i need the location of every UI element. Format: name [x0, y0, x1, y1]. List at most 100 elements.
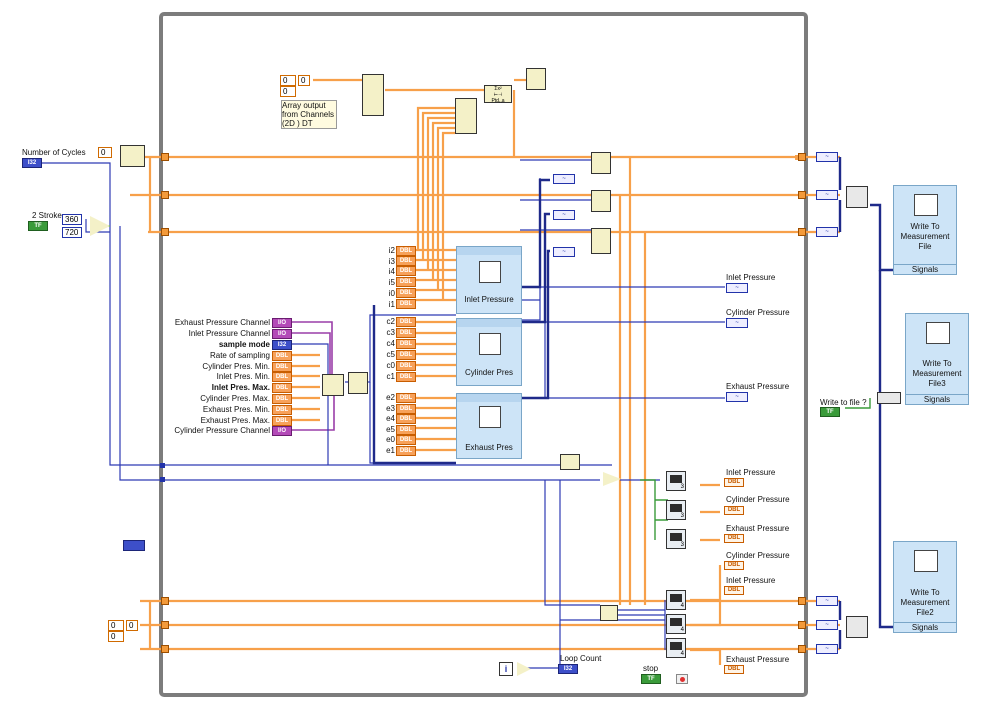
- chart-subvi-mid-1[interactable]: 3: [666, 471, 686, 491]
- config-terminal-rate-of-sampling[interactable]: DBL: [272, 351, 292, 361]
- config-label-exhaust-pres-min: Exhaust Pres. Min.: [202, 405, 270, 414]
- exhaust-channel-terminal-e1[interactable]: DBL: [396, 446, 416, 456]
- chart-subvi-mid-3[interactable]: 3: [666, 529, 686, 549]
- config-terminal-exhaust-pres-min[interactable]: DBL: [272, 405, 292, 415]
- write-measurement-file-1[interactable]: Write To Measurement File Signals: [893, 185, 957, 275]
- select-function[interactable]: [90, 216, 110, 236]
- inlet-channel-terminal-i5[interactable]: DBL: [396, 277, 416, 287]
- increment-function[interactable]: [517, 662, 531, 676]
- write-measurement-file-2[interactable]: Write To Measurement File2 Signals: [893, 541, 957, 633]
- configuration-subvi[interactable]: [322, 374, 344, 396]
- bottom-indicator-cylinder[interactable]: DBL: [724, 561, 744, 570]
- mid-indicator-inlet[interactable]: DBL: [724, 478, 744, 487]
- waveform-output-inlet[interactable]: ~: [726, 283, 748, 293]
- top-array-index[interactable]: 0: [298, 75, 310, 86]
- case-selector-node[interactable]: [877, 392, 901, 404]
- exhaust-channel-terminal-e2[interactable]: DBL: [396, 393, 416, 403]
- to-dynamic-5: ~: [816, 620, 838, 630]
- cylinder-channel-label-c1: c1: [386, 372, 395, 381]
- loop-left-tunnel-5: [161, 621, 169, 629]
- stop-button[interactable]: TF: [641, 674, 661, 684]
- two-stroke-control[interactable]: TF: [28, 221, 48, 231]
- config-terminal-exhaust-pres-max[interactable]: DBL: [272, 416, 292, 426]
- cylinder-channel-terminal-c0[interactable]: DBL: [396, 361, 416, 371]
- inlet-channel-terminal-i2[interactable]: DBL: [396, 246, 416, 256]
- config-terminal-cylinder-pres-max[interactable]: DBL: [272, 394, 292, 404]
- inlet-channel-label-i0: i0: [388, 289, 395, 298]
- stroke-720-constant[interactable]: 720: [62, 227, 82, 238]
- bottom-indicator-exhaust[interactable]: DBL: [724, 665, 744, 674]
- pencil-file-icon: [914, 194, 938, 216]
- write-measurement-file-3[interactable]: Write To Measurement File3 Signals: [905, 313, 969, 405]
- config-label-exhaust-pres-max: Exhaust Pres. Max.: [200, 416, 270, 425]
- config-terminal-sample-mode[interactable]: I32: [272, 340, 292, 350]
- inlet-channel-terminal-i4[interactable]: DBL: [396, 266, 416, 276]
- number-of-cycles-control[interactable]: I32: [22, 158, 42, 168]
- mid-indicator-cylinder[interactable]: DBL: [724, 506, 744, 515]
- exhaust-channel-terminal-e4[interactable]: DBL: [396, 414, 416, 424]
- merge-signals-bottom[interactable]: [846, 616, 868, 638]
- write-to-file-control[interactable]: TF: [820, 407, 840, 417]
- top-array-constant-0[interactable]: 0: [280, 75, 296, 86]
- config-terminal-inlet-pres-max[interactable]: DBL: [272, 383, 292, 393]
- cylinder-channel-terminal-c5[interactable]: DBL: [396, 350, 416, 360]
- bottom-indicator-cylinder-label: Cylinder Pressure: [726, 551, 790, 560]
- enum-constant[interactable]: [123, 540, 145, 551]
- array-init-node[interactable]: [120, 145, 145, 167]
- merge-node-1[interactable]: [591, 152, 611, 174]
- exhaust-channel-terminal-e5[interactable]: DBL: [396, 425, 416, 435]
- merge-node-2[interactable]: [591, 190, 611, 212]
- config-terminal-exhaust-pressure-channel[interactable]: I/O: [272, 318, 292, 328]
- index-array-node-top-right[interactable]: [526, 68, 546, 90]
- merge-node-3[interactable]: [591, 228, 611, 254]
- reshape-node-bottom[interactable]: [600, 605, 618, 621]
- chart-subvi-bottom-1[interactable]: 4: [666, 590, 686, 610]
- formula-node[interactable]: Σx² ⊢⊣ Ptd,,a: [484, 85, 512, 104]
- config-terminal-cylinder-pressure-channel[interactable]: I/O: [272, 426, 292, 436]
- reshape-node[interactable]: [560, 454, 580, 470]
- write-measurement-file-1-title: Write To Measurement File: [900, 222, 950, 251]
- loop-iteration-terminal: i: [499, 662, 513, 676]
- cylinder-channel-terminal-c4[interactable]: DBL: [396, 339, 416, 349]
- stroke-360-constant[interactable]: 360: [62, 214, 82, 225]
- cylinder-pres-express-vi[interactable]: Cylinder Pres: [456, 318, 522, 386]
- bottom-indicator-inlet[interactable]: DBL: [724, 586, 744, 595]
- two-stroke-label: 2 Stroke: [32, 211, 62, 220]
- inlet-channel-terminal-i1[interactable]: DBL: [396, 299, 416, 309]
- bottom-array-index[interactable]: 0: [126, 620, 138, 631]
- inlet-channel-terminal-i0[interactable]: DBL: [396, 288, 416, 298]
- build-array-channels[interactable]: [455, 98, 477, 134]
- exhaust-channel-terminal-e3[interactable]: DBL: [396, 404, 416, 414]
- write-measurement-file-3-title: Write To Measurement File3: [912, 359, 962, 388]
- while-loop-frame: [159, 12, 808, 697]
- chart-subvi-mid-2[interactable]: 3: [666, 500, 686, 520]
- config-terminal-inlet-pres-min[interactable]: DBL: [272, 372, 292, 382]
- mid-indicator-exhaust[interactable]: DBL: [724, 534, 744, 543]
- exhaust-channel-label-e3: e3: [386, 404, 395, 413]
- inlet-pressure-express-vi[interactable]: Inlet Pressure: [456, 246, 522, 314]
- top-array-constant-1[interactable]: 0: [280, 86, 296, 97]
- compare-function[interactable]: [603, 472, 621, 486]
- exhaust-pres-express-vi[interactable]: Exhaust Pres: [456, 393, 522, 459]
- config-terminal-cylinder-pres-min[interactable]: DBL: [272, 362, 292, 372]
- merge-signals-top[interactable]: [846, 186, 868, 208]
- waveform-output-cylinder[interactable]: ~: [726, 318, 748, 328]
- number-of-cycles-constant[interactable]: 0: [98, 147, 112, 158]
- inlet-channel-terminal-i3[interactable]: DBL: [396, 256, 416, 266]
- chart-subvi-bottom-2[interactable]: 4: [666, 614, 686, 634]
- bottom-array-constant-0[interactable]: 0: [108, 620, 124, 631]
- build-array-node-top[interactable]: [362, 74, 384, 116]
- cylinder-channel-terminal-c1[interactable]: DBL: [396, 372, 416, 382]
- chart-subvi-bottom-3[interactable]: 4: [666, 638, 686, 658]
- loop-right-tunnel-2: [798, 191, 806, 199]
- waveform-output-exhaust[interactable]: ~: [726, 392, 748, 402]
- exhaust-channel-terminal-e0[interactable]: DBL: [396, 435, 416, 445]
- config-label-cylinder-pres-max: Cylinder Pres. Max.: [200, 394, 270, 403]
- loop-count-indicator[interactable]: I32: [558, 664, 578, 674]
- cylinder-channel-terminal-c2[interactable]: DBL: [396, 317, 416, 327]
- write-measurement-file-2-footer: Signals: [894, 622, 956, 633]
- unbundle-node[interactable]: [348, 372, 368, 394]
- config-terminal-inlet-pressure-channel[interactable]: I/O: [272, 329, 292, 339]
- cylinder-channel-terminal-c3[interactable]: DBL: [396, 328, 416, 338]
- bottom-array-constant-1[interactable]: 0: [108, 631, 124, 642]
